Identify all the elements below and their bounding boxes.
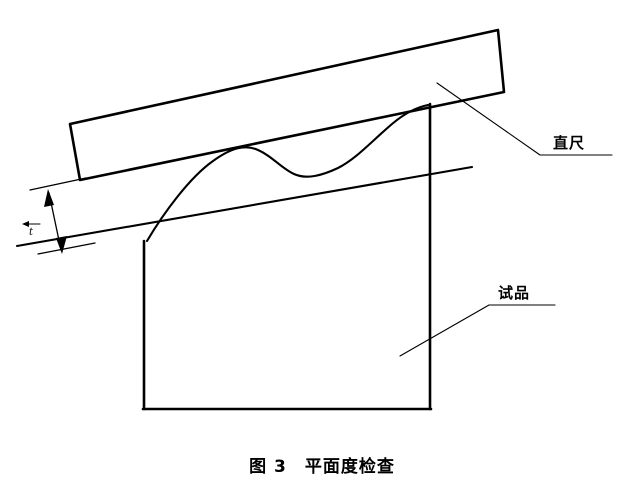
specimen-block <box>141 102 433 411</box>
specimen-leader-group: 试品 <box>399 284 556 357</box>
dimension-arrow-down-icon <box>56 236 67 254</box>
specimen-label: 试品 <box>498 284 530 302</box>
reference-cross-line <box>15 165 474 248</box>
dimension-arrow-up-icon <box>44 189 54 207</box>
wavy-surface-path <box>145 103 430 243</box>
figure-caption: 图 3 平面度检查 <box>249 457 395 477</box>
straight-edge-ruler <box>68 28 506 182</box>
gap-dimension-group: t <box>22 177 96 255</box>
cross-line-path <box>15 165 474 248</box>
ruler-body <box>68 28 506 182</box>
specimen-leader-line <box>399 304 556 357</box>
dimension-label-arrow-icon <box>22 221 29 227</box>
ruler-leader-line <box>436 82 613 156</box>
ruler-label: 直尺 <box>553 134 585 152</box>
dimension-extension-bottom <box>37 242 96 255</box>
gap-dimension-label: t <box>29 227 34 238</box>
dimension-extension-top <box>29 177 87 191</box>
ruler-leader-group: 直尺 <box>436 82 613 156</box>
specimen-wavy-surface <box>145 103 430 243</box>
